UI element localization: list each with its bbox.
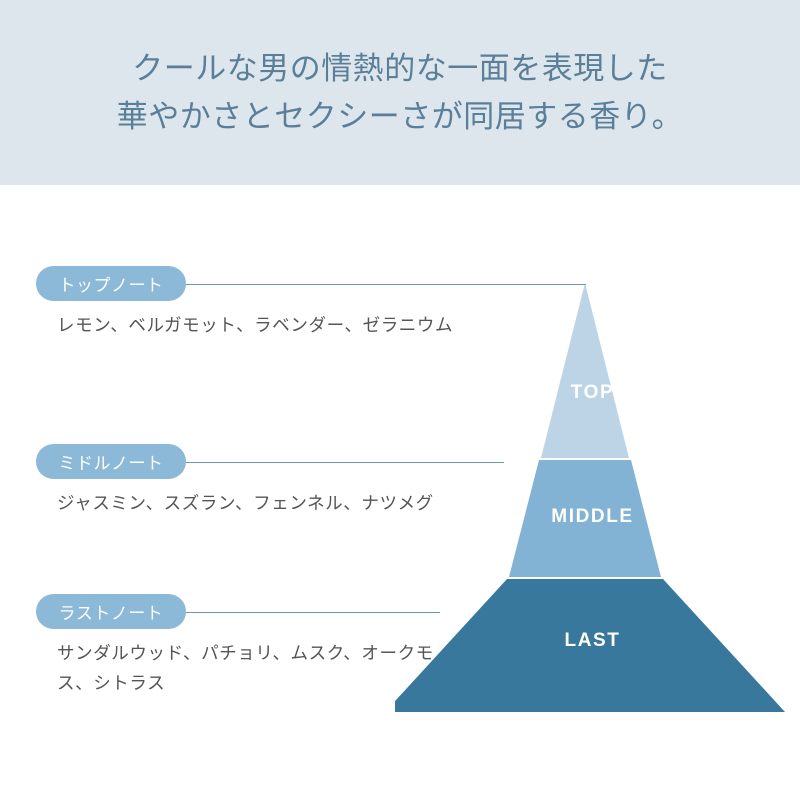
pyramid-band-top — [541, 283, 629, 458]
pyramid-band-middle — [509, 460, 661, 577]
header-banner: クールな男の情熱的な一面を表現した 華やかさとセクシーさが同居する香り。 — [0, 0, 800, 185]
note-connector-last — [186, 612, 440, 613]
note-ingredients-middle: ジャスミン、スズラン、フェンネル、ナツメグ — [57, 493, 434, 513]
header-line-2: 華やかさとセクシーさが同居する香り。 — [116, 98, 684, 134]
note-pill-top: トップノート — [36, 266, 186, 301]
note-ingredients-top: レモン、ベルガモット、ラベンダー、ゼラニウム — [57, 315, 454, 335]
pyramid-label-middle: MIDDLE — [551, 506, 634, 527]
pyramid-band-last — [395, 579, 785, 712]
pyramid-label-top: TOP — [570, 382, 615, 403]
pyramid-label-last: LAST — [564, 630, 621, 651]
note-pill-last: ラストノート — [36, 594, 186, 629]
pyramid-svg — [395, 283, 785, 712]
note-ingredients-last: サンダルウッド、パチョリ、ムスク、オークモス、シトラス — [57, 643, 434, 693]
header-line-1: クールな男の情熱的な一面を表現した — [132, 50, 668, 86]
note-connector-top — [186, 284, 586, 285]
note-connector-middle — [186, 462, 504, 463]
note-pill-middle: ミドルノート — [36, 444, 186, 479]
pyramid-graphic: TOP MIDDLE LAST — [395, 278, 790, 718]
